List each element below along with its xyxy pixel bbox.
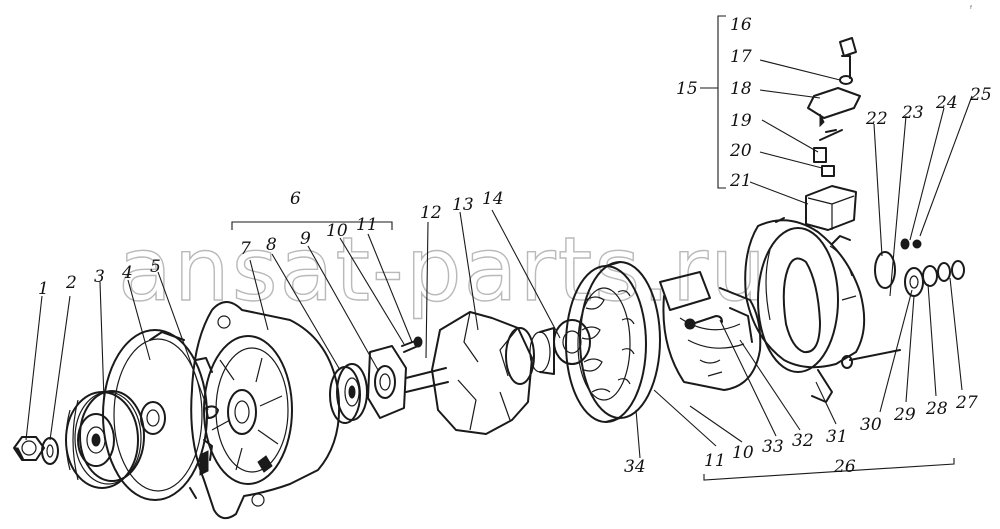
label-23: 23 [901, 103, 924, 123]
nut-icon [13, 436, 45, 461]
label-11b: 11 [704, 451, 726, 471]
label-15: 15 [676, 79, 698, 99]
part-labels: 1 2 3 4 5 6 7 8 9 10 11 12 13 14 16 17 1… [38, 15, 992, 477]
screw-icon [900, 238, 922, 250]
stator-icon [565, 261, 661, 423]
label-26: 26 [833, 457, 856, 477]
label-4: 4 [121, 263, 133, 283]
label-13: 13 [452, 195, 474, 215]
label-17: 17 [730, 47, 752, 67]
key-icon [205, 405, 219, 419]
label-21: 21 [729, 171, 752, 191]
label-34: 34 [624, 457, 646, 477]
label-25: 25 [969, 85, 992, 105]
rear-cover-icon [744, 217, 901, 403]
washer-icon [41, 437, 59, 465]
label-33: 33 [762, 437, 784, 457]
label-24: 24 [935, 93, 958, 113]
label-5: 5 [150, 257, 161, 277]
watermark: ansat-parts.ru [118, 218, 768, 321]
label-8: 8 [266, 235, 277, 255]
label-10b: 10 [732, 443, 754, 463]
label-2: 2 [65, 273, 77, 293]
label-3: 3 [94, 267, 105, 287]
label-27: 27 [955, 393, 978, 413]
rotor-icon [405, 311, 591, 435]
label-7: 7 [240, 239, 251, 259]
screw-icon [401, 336, 423, 353]
leader-lines [25, 59, 973, 459]
label-6: 6 [290, 189, 301, 209]
label-12: 12 [420, 203, 442, 223]
label-9: 9 [300, 229, 311, 249]
label-14: 14 [482, 189, 504, 209]
label-22: 22 [865, 109, 888, 129]
label-19: 19 [730, 111, 752, 131]
front-cover-icon [190, 301, 341, 520]
corner-mark: ᶠ [970, 5, 973, 15]
label-20: 20 [729, 141, 752, 161]
label-32: 32 [792, 431, 814, 451]
brush-holder-icon [805, 37, 861, 231]
rectifier-block-icon [659, 271, 762, 391]
bearing-icon [329, 363, 368, 424]
washer-icon [904, 260, 965, 297]
pulley-icon [65, 390, 145, 489]
label-31: 31 [826, 427, 848, 447]
label-18: 18 [730, 79, 752, 99]
label-1: 1 [38, 279, 49, 299]
label-16: 16 [730, 15, 752, 35]
label-30: 30 [860, 415, 882, 435]
label-11a: 11 [356, 215, 378, 235]
label-28: 28 [925, 399, 948, 419]
bearing-plate-icon [367, 345, 407, 419]
label-10a: 10 [326, 221, 348, 241]
label-29: 29 [893, 405, 916, 425]
